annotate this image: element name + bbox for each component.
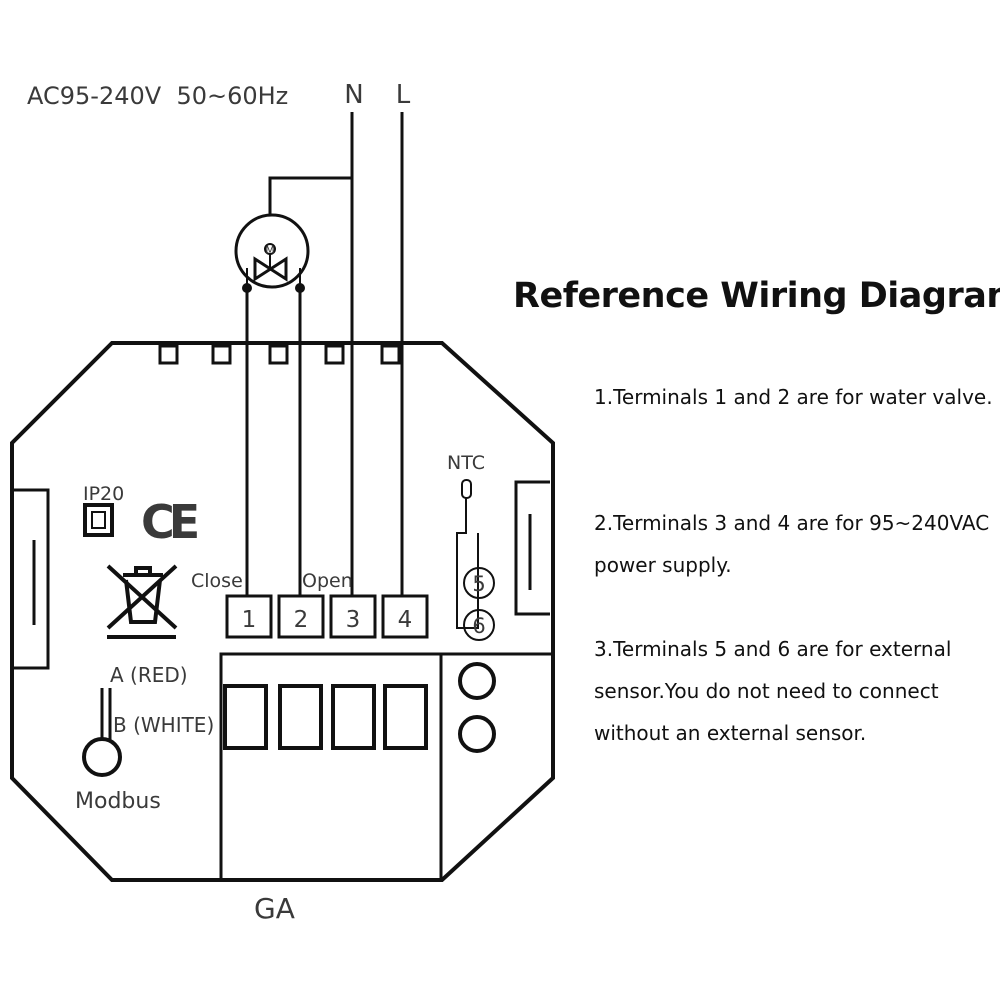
modbus-port	[82, 737, 122, 777]
right-clip	[514, 480, 550, 616]
water-valve-icon	[234, 213, 310, 289]
note-sensor: 3.Terminals 5 and 6 are for external sen…	[594, 637, 952, 745]
model-label: GA	[254, 892, 295, 925]
supply-label: AC95-240V 50~60Hz	[27, 82, 288, 110]
ntc-label: NTC	[447, 452, 485, 474]
terminal-3-label: 3	[346, 607, 361, 633]
bus-a-label: A (RED)	[110, 663, 188, 687]
left-clip	[14, 488, 50, 670]
terminal-2-label: 2	[294, 607, 309, 633]
ntc-sensor	[456, 479, 495, 641]
live-label: L	[396, 80, 411, 110]
valve-symbol-label: M	[265, 244, 275, 257]
neutral-wire	[268, 112, 354, 596]
ip20-square-icon	[83, 503, 114, 537]
neutral-label: N	[344, 80, 363, 110]
terminal-6-label: 6	[472, 614, 485, 638]
bus-b-label: B (WHITE)	[113, 713, 214, 737]
base-partition	[219, 652, 553, 880]
terminal-1-label: 1	[242, 607, 257, 633]
close-label: Close	[191, 570, 243, 592]
diagram-title: Reference Wiring Diagram	[513, 276, 1000, 316]
terminal-5-ring	[463, 567, 495, 599]
screw-hole-top	[458, 662, 496, 700]
open-label: Open	[302, 570, 353, 592]
ip-label: IP20	[83, 483, 124, 505]
top-clips	[158, 344, 401, 365]
screw-hole-bottom	[458, 715, 496, 753]
modbus-wires	[100, 688, 112, 740]
ce-mark: CE	[141, 495, 198, 549]
terminal-5-label: 5	[472, 572, 485, 596]
screw-blocks	[223, 684, 428, 750]
terminal-6-ring	[463, 609, 495, 641]
weee-bin-icon	[106, 564, 178, 639]
modbus-label: Modbus	[75, 789, 161, 814]
terminal-4-label: 4	[398, 607, 413, 633]
note-power: 2.Terminals 3 and 4 are for 95~240VAC po…	[594, 511, 990, 577]
note-valve: 1.Terminals 1 and 2 are for water valve.	[594, 385, 993, 409]
